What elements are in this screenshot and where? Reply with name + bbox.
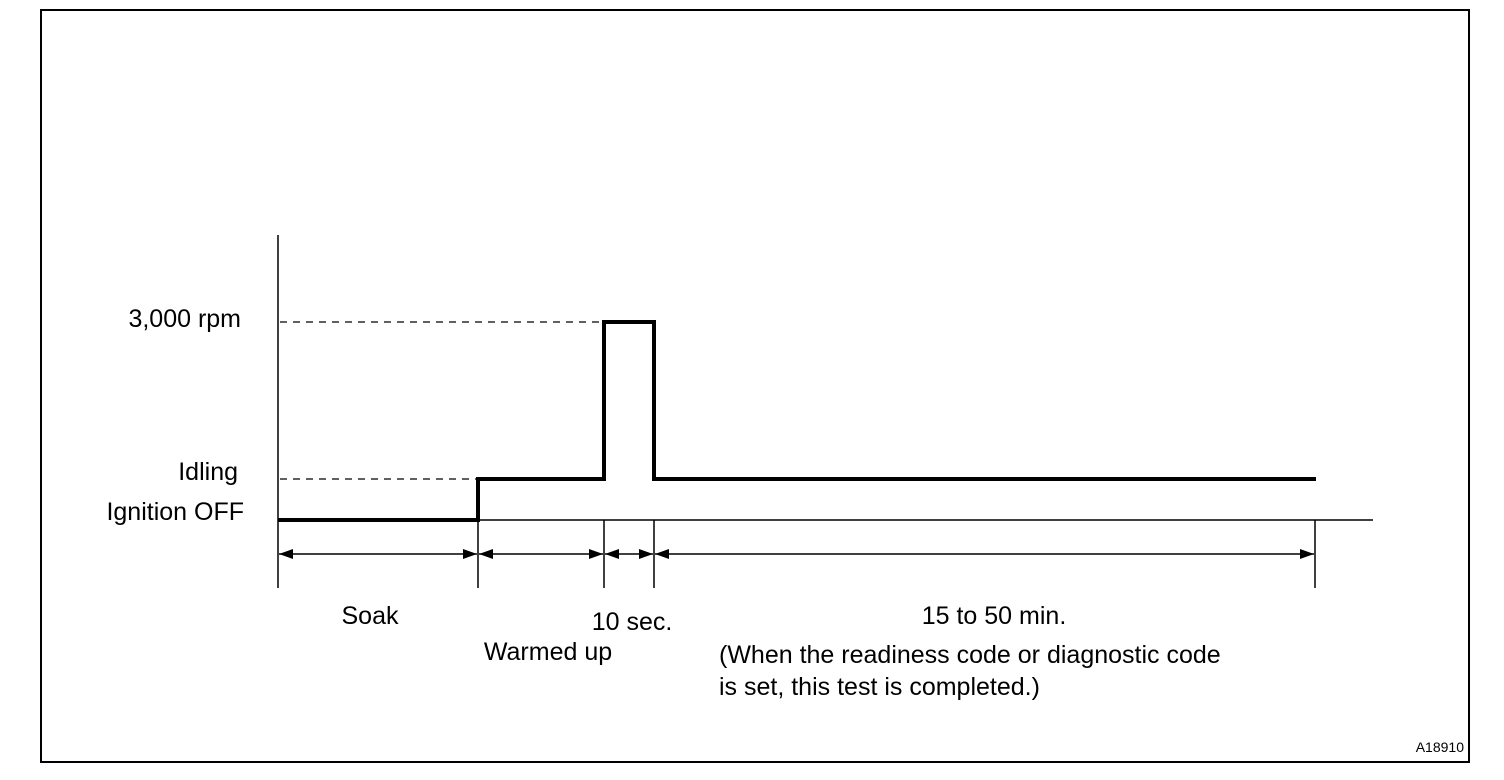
ignition-off-label: Ignition OFF xyxy=(106,498,244,526)
idling-label: Idling xyxy=(178,458,238,486)
warmed-up-label: Warmed up xyxy=(484,638,612,666)
rpm-3000-label: 3,000 rpm xyxy=(128,305,241,333)
engine-speed-profile xyxy=(278,320,1316,522)
ten-sec-label: 10 sec. xyxy=(592,608,673,636)
soak-label: Soak xyxy=(342,602,399,630)
test-duration-label: 15 to 50 min. xyxy=(922,602,1067,630)
completion-note-line1: (When the readiness code or diagnostic c… xyxy=(719,641,1221,669)
figure-code: A18910 xyxy=(1416,739,1464,755)
figure-frame xyxy=(40,9,1470,763)
completion-note-line2: is set, this test is completed.) xyxy=(719,673,1040,701)
